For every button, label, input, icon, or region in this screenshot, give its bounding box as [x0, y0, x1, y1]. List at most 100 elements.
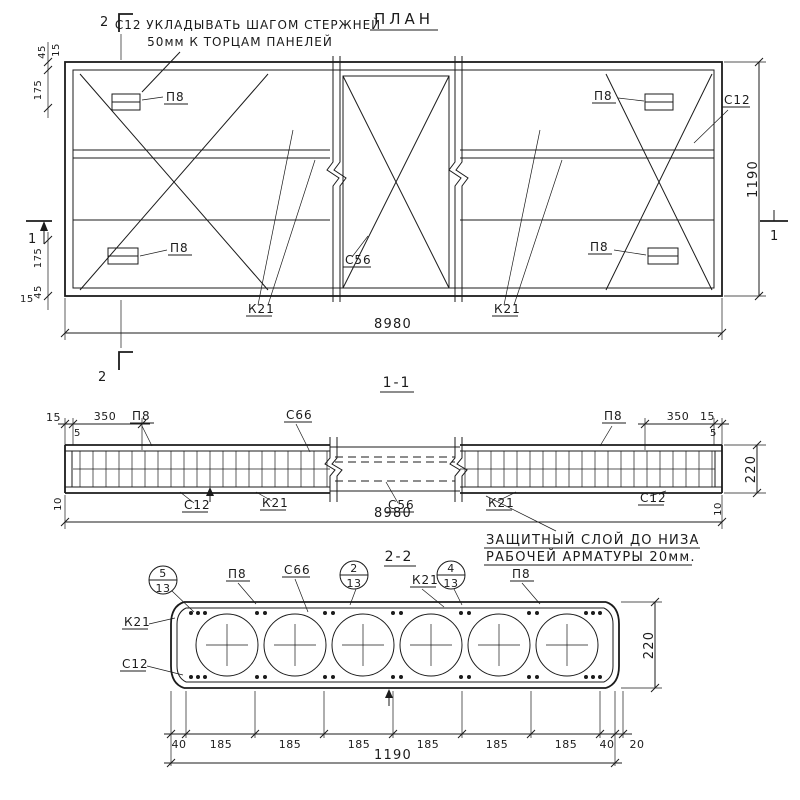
- s2-dim-40-right: 40: [600, 738, 615, 751]
- section-marker-2-top: 2: [100, 15, 109, 30]
- plan-dim-15-bottom: 15: [20, 294, 34, 305]
- mark-c12-s2-side-leader: [146, 665, 184, 676]
- mark-c12-s1-right: С12: [640, 491, 667, 505]
- mark-c66-s2-leader: [294, 578, 309, 613]
- mark-c66-s1-leader: [295, 423, 311, 453]
- plan-title: ПЛАН: [374, 10, 434, 28]
- s2-dim-220-value: 220: [642, 631, 657, 659]
- callout-2-number: 2: [350, 562, 358, 575]
- s2-extension-lines-ends: [170, 691, 616, 766]
- s1-left-stirrups: [79, 451, 328, 487]
- s1-dim-8980: 8980: [60, 495, 727, 529]
- s1-dim-5-left: 5: [74, 428, 81, 439]
- plan-break-lines: [326, 56, 469, 302]
- s1-dim-220: 220: [724, 440, 766, 498]
- callout-2-13: 2 13: [339, 560, 369, 606]
- mark-k21-plan-right-leaders: [503, 129, 563, 306]
- s2-up-arrow: [385, 689, 393, 706]
- s1-dim-15-left: 15: [46, 411, 61, 424]
- plan-view: ПЛАН С12 УКЛАДЫВАТЬ ШАГОМ СТЕРЖНЕЙ 50мм …: [20, 10, 788, 385]
- s1-right-block: [460, 444, 723, 494]
- mark-p8-s1-left: П8: [132, 409, 151, 423]
- p8-symbol-top-right: [644, 93, 674, 111]
- panel-left-diagonal-bracing: [79, 73, 269, 291]
- mark-c56-plan: С56: [345, 253, 372, 267]
- s1-c56-dashed-mesh: [335, 456, 455, 482]
- s2-dim-185-1: 185: [210, 738, 233, 751]
- s1-left-block: [64, 444, 330, 494]
- s1-dim-220-value: 220: [744, 455, 759, 483]
- cover-note-line2: РАБОЧЕЙ АРМАТУРЫ 20мм.: [486, 549, 696, 565]
- plan-dim-45-top: 45: [37, 45, 48, 59]
- section-marker-2-bottom: 2: [98, 370, 107, 385]
- mark-k21-s2-side: К21: [124, 615, 151, 629]
- section-marker-2-bottom-bracket: [118, 351, 133, 370]
- s2-dim-1190-value: 1190: [374, 748, 412, 763]
- mark-c66-s1: С66: [286, 408, 313, 422]
- mark-p8-plan-bottom-right-leader: [613, 249, 647, 256]
- section-1-1-title: 1-1: [383, 375, 412, 391]
- callout-2-sheet: 13: [347, 577, 362, 590]
- cover-note-leader: [485, 495, 557, 532]
- plan-dim-45-bottom: 45: [33, 285, 44, 299]
- s2-dim-chain: 40 185 185 185 185 185 185 40 20: [164, 691, 645, 766]
- s1-dim-5-right: 5: [710, 428, 717, 439]
- mark-c56-s1-leader: [385, 481, 399, 504]
- plan-dim-8980-value: 8980: [374, 317, 412, 332]
- mark-c12-plan-leader: [693, 109, 729, 144]
- mark-p8-s1-left-leader: [141, 425, 153, 447]
- callout-5-sheet: 13: [156, 582, 171, 595]
- callout-4-sheet: 13: [444, 577, 459, 590]
- s1-middle-block: [324, 437, 468, 502]
- mark-c12-s1-left-leader: [179, 491, 195, 504]
- s2-dim-20: 20: [630, 738, 645, 751]
- note-c12-line1: С12 УКЛАДЫВАТЬ ШАГОМ СТЕРЖНЕЙ: [115, 17, 381, 32]
- mark-c66-s2: С66: [284, 563, 311, 577]
- section-marker-1-left-arrowhead: [40, 221, 48, 231]
- mark-p8-s2-right-leader: [521, 582, 541, 605]
- mark-k21-s1-right-leader: [497, 491, 517, 502]
- s2-extension-lines: [185, 691, 624, 738]
- mark-k21-s2-top: К21: [412, 573, 439, 587]
- s1-top-left-dims: 15 350 5: [46, 410, 150, 450]
- mark-k21-plan-left: К21: [248, 302, 275, 316]
- mark-c12-plan: С12: [724, 93, 751, 107]
- note-c12-leader: [141, 51, 181, 93]
- mark-p8-plan-bottom-right: П8: [590, 240, 609, 254]
- s1-dim-10-left: 10: [53, 497, 64, 511]
- mark-p8-s2-left-leader: [237, 582, 257, 605]
- s2-dim-185-5: 185: [486, 738, 509, 751]
- mark-p8-plan-top-right-leader: [617, 97, 645, 102]
- c56-mesh-diagonals: [342, 75, 450, 289]
- s1-dim-10-right: 10: [713, 502, 724, 516]
- mark-p8-plan-top-right: П8: [594, 89, 613, 103]
- plan-dim-8980: 8980: [60, 298, 727, 340]
- cover-note-line1: ЗАЩИТНЫЙ СЛОЙ ДО НИЗА: [486, 532, 700, 548]
- s2-dim-185-4: 185: [417, 738, 440, 751]
- plan-dim-1190-value: 1190: [746, 160, 761, 198]
- callout-5-13: 5 13: [148, 565, 195, 613]
- section-2-2-view: 2-2 5 13 2 13 4 13 П8 С66: [120, 549, 662, 768]
- s1-dim-350-right: 350: [667, 410, 690, 423]
- s2-rebar-dots-bottom: [189, 675, 602, 679]
- note-c12-line2: 50мм К ТОРЦАМ ПАНЕЛЕЙ: [147, 34, 333, 49]
- s1-dim-350-left: 350: [94, 410, 117, 423]
- s2-dim-40-left: 40: [172, 738, 187, 751]
- s2-core-crosshairs: [206, 624, 588, 666]
- s1-top-right-dims: 350 15 5: [638, 410, 729, 450]
- panel-right-diagonal-bracing: [605, 73, 713, 291]
- s2-hollow-cores: [195, 613, 599, 677]
- section-marker-1-left: 1: [28, 232, 37, 247]
- section-1-1-view: 1-1 15 350 5 П8 С66 350 15 5 П8: [46, 375, 766, 566]
- section-2-2-title: 2-2: [385, 549, 414, 565]
- mark-p8-plan-top-left-leader: [141, 96, 164, 101]
- s1-break-lines: [324, 437, 468, 502]
- callout-5-number: 5: [159, 567, 167, 580]
- s2-dim-1190: 1190: [164, 748, 622, 768]
- p8-symbol-bottom-left: [107, 247, 139, 265]
- s2-dim-185-6: 185: [555, 738, 578, 751]
- s2-slab-outline: [170, 601, 620, 689]
- mark-k21-s1-left-leader: [255, 491, 273, 502]
- mark-p8-plan-bottom-left-leader: [139, 249, 168, 257]
